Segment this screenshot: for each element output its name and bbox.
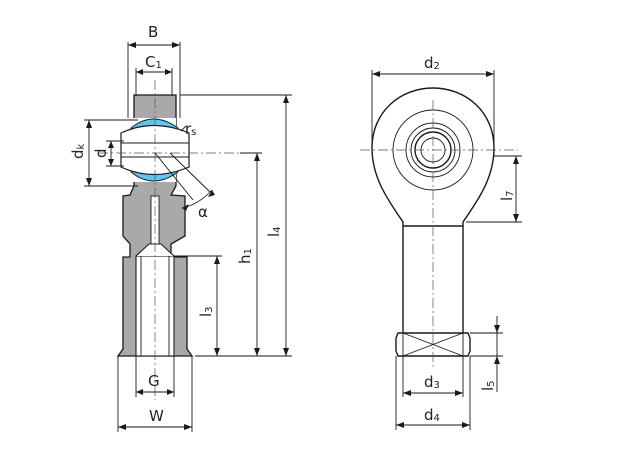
label-d3: d3 xyxy=(424,373,440,391)
label-l3: l3 xyxy=(197,306,215,317)
label-C1: C1 xyxy=(145,53,162,71)
label-alpha: α xyxy=(198,203,208,221)
label-W: W xyxy=(149,407,164,425)
label-d4: d4 xyxy=(424,406,440,424)
label-h1: h1 xyxy=(236,248,254,264)
label-l5: l5 xyxy=(479,380,497,391)
label-l7: l7 xyxy=(498,190,516,201)
label-rs: rs xyxy=(185,120,196,138)
label-l4: l4 xyxy=(265,226,283,237)
ball xyxy=(120,124,190,176)
label-G: G xyxy=(148,372,160,390)
front-view xyxy=(360,87,518,370)
label-B: B xyxy=(148,23,158,41)
section-view xyxy=(98,80,262,400)
front-dimensions: d2 l7 l5 d3 d4 xyxy=(371,54,522,430)
section-dimensions: B C1 dk d rs α h1 xyxy=(69,23,292,432)
label-d2: d2 xyxy=(424,54,440,72)
label-dk: dk xyxy=(69,143,87,159)
hex-flat xyxy=(395,332,471,357)
label-d: d xyxy=(92,148,110,158)
eye-outline xyxy=(371,87,495,227)
